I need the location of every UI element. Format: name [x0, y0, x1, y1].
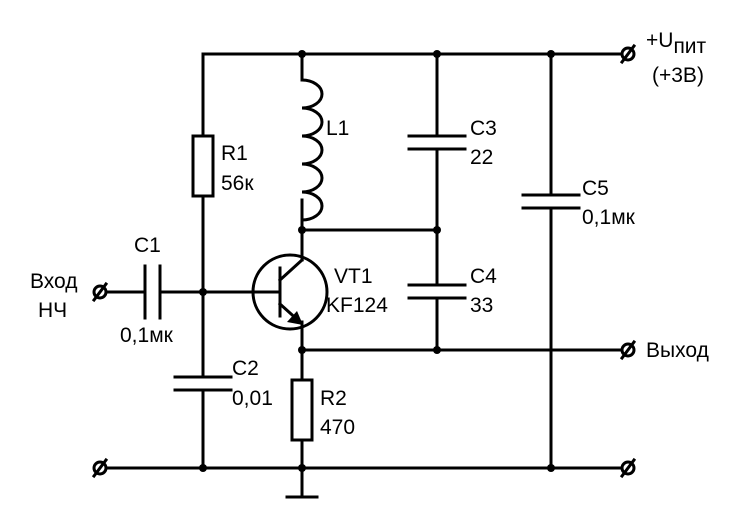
- terminal-ground-left-icon: [91, 457, 109, 479]
- output-label: Выход: [646, 339, 709, 362]
- junction-dots: [199, 50, 555, 472]
- r2-value: 470: [320, 416, 355, 439]
- supply-voltage-label: (+3В): [652, 64, 704, 87]
- vt1-value: KF124: [326, 294, 388, 317]
- capacitor-c5: [521, 52, 581, 470]
- terminal-supply-icon: [619, 43, 637, 65]
- input-label-line2: НЧ: [38, 299, 67, 322]
- vt1-ref: VT1: [334, 265, 373, 288]
- c5-value: 0,1мк: [582, 206, 636, 229]
- terminal-ground-right-icon: [619, 457, 637, 479]
- capacitor-c1: [104, 264, 264, 320]
- c3-ref: C3: [470, 117, 497, 140]
- c1-ref: C1: [134, 234, 161, 257]
- supply-rail: [201, 52, 624, 138]
- resistor-r2: [285, 378, 319, 499]
- c5-ref: C5: [582, 177, 609, 200]
- r2-ref: R2: [320, 387, 347, 410]
- r1-value: 56к: [221, 172, 254, 195]
- input-label-line1: Вход: [30, 270, 78, 293]
- r1-ref: R1: [221, 142, 248, 165]
- feedback-network: [300, 52, 467, 352]
- c2-ref: C2: [232, 357, 259, 380]
- emitter-arrow-icon: [287, 311, 303, 325]
- c1-value: 0,1мк: [120, 324, 174, 347]
- c3-value: 22: [470, 146, 493, 169]
- supply-label: +Uпит: [646, 29, 707, 58]
- c4-value: 33: [470, 294, 493, 317]
- transistor-vt1: [251, 253, 329, 382]
- c2-value: 0,01: [232, 387, 273, 410]
- terminal-output-icon: [619, 339, 637, 361]
- c4-ref: C4: [470, 265, 497, 288]
- resistor-r1: [191, 134, 215, 379]
- l1-ref: L1: [326, 117, 349, 140]
- terminal-input-icon: [91, 281, 109, 303]
- capacitor-c2: [173, 375, 233, 470]
